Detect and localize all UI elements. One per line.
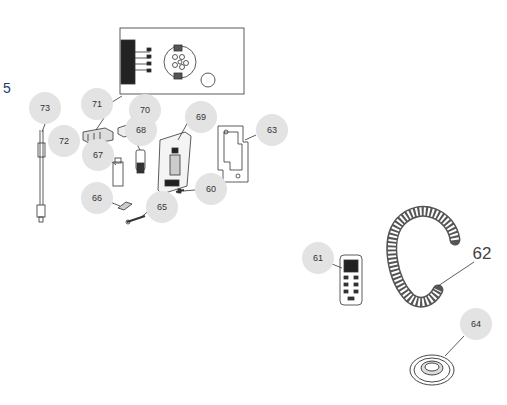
callout-number: 67: [82, 139, 114, 171]
callout-number: 64: [460, 308, 492, 340]
leader-lines: [42, 96, 474, 356]
callout-text: 62: [473, 244, 492, 264]
wall-gasket: [410, 355, 454, 385]
callout-number: 60: [195, 173, 227, 205]
callout-number: 69: [185, 101, 217, 133]
callout-number: 68: [125, 114, 157, 146]
drain-hose: [392, 211, 455, 302]
callout-number: 73: [29, 92, 61, 124]
callout-number: 71: [81, 88, 113, 120]
control-board: [120, 28, 244, 94]
callout-number: 61: [302, 242, 334, 274]
callout-number: 72: [48, 125, 80, 157]
callout-text: 5: [3, 80, 11, 96]
callout-number: 63: [256, 114, 288, 146]
callout-number: 66: [81, 182, 113, 214]
remote-control: [340, 255, 362, 305]
callout-number: 65: [146, 191, 178, 223]
